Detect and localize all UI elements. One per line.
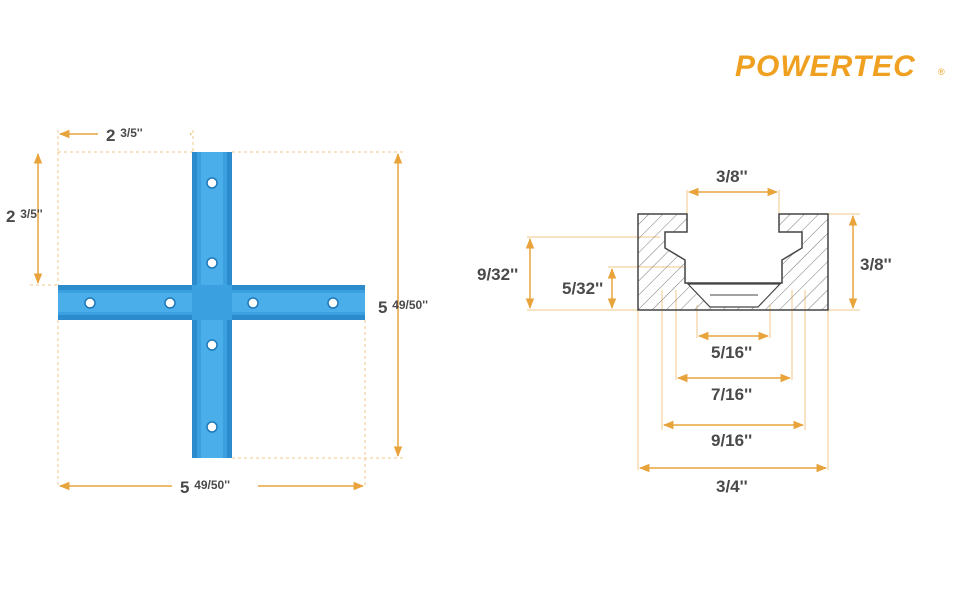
cross-intersection: 2 3/5'' 2 3/5'' 5 49/50'' 5 49/50'' [6,122,428,498]
slot-top-label: 3/8'' [716,167,748,186]
guide-lines [30,130,404,485]
hole [206,421,218,433]
hole [206,257,218,269]
hole [84,297,96,309]
logo-text: POWERTEC [735,50,916,83]
left-inner-label: 5/32'' [562,279,603,298]
w4-label: 3/4'' [716,477,748,496]
bottom-width-label: 5 49/50'' [180,478,230,497]
left-height-label: 2 3/5'' [6,207,43,226]
hole [206,339,218,351]
center-hub [192,285,232,320]
profile-cross-section: 3/8'' 3/8'' 9/32'' 5/32'' 5/16'' 7/16'' … [477,167,892,496]
w1-label: 5/16'' [711,343,752,362]
t-track-body [637,213,829,311]
hole [206,177,218,189]
w3-label: 9/16'' [711,431,752,450]
w2-label: 7/16'' [711,385,752,404]
hole [327,297,339,309]
height-label: 3/8'' [860,255,892,274]
right-height-label: 5 49/50'' [378,298,428,317]
top-width-label: 2 3/5'' [106,126,143,145]
hole [247,297,259,309]
logo-reg-mark: ® [938,67,945,77]
powertec-logo: POWERTEC ® [735,50,945,83]
profile-dimension-arrows [525,187,858,473]
mounting-holes [84,177,339,433]
left-outer-label: 9/32'' [477,265,518,284]
hole [164,297,176,309]
